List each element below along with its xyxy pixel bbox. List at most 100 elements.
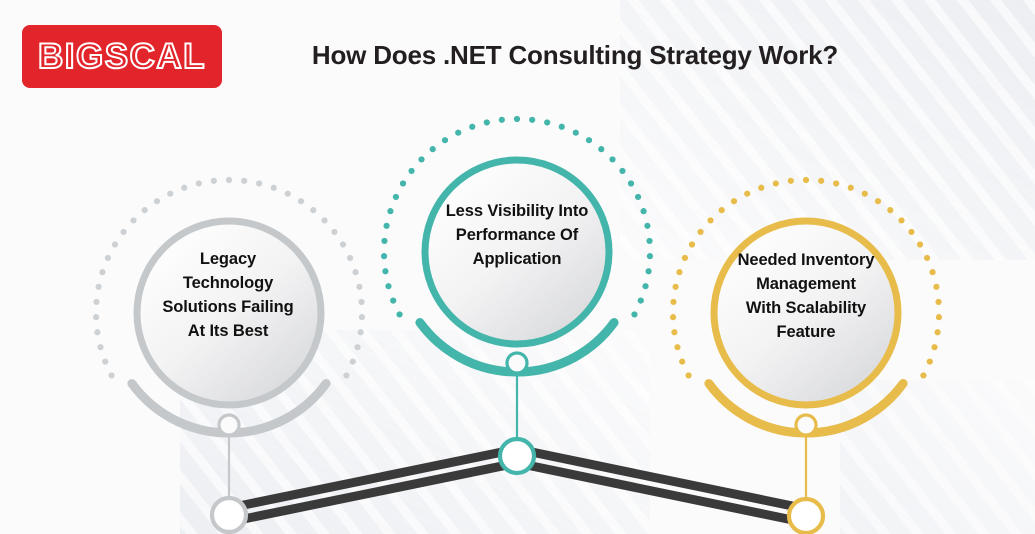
ring-dot (916, 241, 924, 248)
node-less-visibility[interactable] (380, 115, 654, 476)
ring-dot (640, 208, 647, 215)
ring-dot (498, 116, 505, 123)
ring-dot (383, 222, 390, 229)
ring-dot (349, 358, 356, 365)
ring-dot (321, 217, 328, 224)
ring-dot (270, 184, 277, 191)
ring-dot (929, 269, 936, 276)
node-legacy-technology[interactable] (92, 176, 366, 534)
ring-dot (358, 314, 366, 321)
ring-dot (356, 283, 363, 290)
node-label-less-visibility: Less Visibility Into Performance Of Appl… (445, 202, 589, 268)
ring-dot (111, 241, 119, 248)
bigscal-logo[interactable]: BIGSCAL (22, 25, 222, 88)
ring-dot (744, 190, 751, 197)
chevron-node-less-visibility[interactable] (497, 436, 537, 476)
ring-dot (483, 119, 490, 126)
ring-dot (357, 329, 364, 336)
ring-dot (385, 283, 392, 290)
ring-dot (94, 329, 101, 336)
ring-dot (99, 269, 106, 276)
ring-dot (679, 358, 686, 365)
ring-dot (634, 193, 642, 201)
ring-dot (672, 283, 679, 290)
ring-dot (730, 198, 738, 205)
ring-dot (598, 146, 605, 153)
ring-dot (102, 358, 109, 365)
ring-dot (585, 137, 593, 144)
ring-dot (544, 119, 551, 126)
ring-dot (931, 344, 938, 351)
ring-dot (645, 268, 652, 275)
arc-node-less-visibility[interactable] (505, 351, 529, 375)
inner-ring-legacy-technology (133, 217, 325, 409)
ring-dot (923, 254, 931, 262)
ring-dot (354, 344, 361, 351)
ring-dot (933, 283, 940, 290)
ring-dot (529, 116, 536, 123)
ring-dot (167, 190, 174, 197)
ring-dot (396, 311, 403, 318)
ring-dot (934, 329, 941, 336)
ring-dot (297, 198, 305, 205)
node-needed-inventory[interactable] (669, 176, 943, 534)
chevron-node-legacy-technology[interactable] (209, 495, 249, 534)
ring-dot (818, 177, 825, 184)
node-label-needed-inventory: Needed Inventory Management With Scalabi… (737, 251, 875, 341)
ring-dot (558, 123, 565, 130)
disc-less-visibility (425, 160, 609, 344)
ring-dot (429, 146, 436, 153)
ring-dot (631, 311, 638, 318)
ring-dot (141, 207, 148, 214)
ring-dot (108, 372, 115, 379)
chevron-node-needed-inventory[interactable] (786, 496, 826, 534)
arc-node-needed-inventory[interactable] (794, 413, 818, 437)
ring-dot (609, 156, 616, 163)
dotted-ring-needed-inventory (669, 176, 943, 379)
ring-dot (674, 344, 681, 351)
ring-dot (382, 268, 389, 275)
ring-dot (408, 167, 415, 175)
ring-dot (418, 156, 425, 163)
ring-dot (97, 344, 104, 351)
ring-dot (284, 190, 291, 197)
ring-dot (887, 207, 894, 214)
ring-dot (381, 237, 388, 245)
ring-dot (572, 129, 579, 136)
ring-dot (358, 298, 365, 306)
ring-dot (697, 228, 704, 236)
ring-dot (399, 180, 407, 187)
ring-dot (646, 237, 653, 245)
ring-dot (718, 207, 725, 214)
ring-dot (772, 180, 779, 187)
ring-dot (935, 314, 943, 321)
ring-dot (758, 184, 765, 191)
ring-dot (195, 180, 202, 187)
page-title: How Does .NET Consulting Strategy Work? (311, 40, 839, 70)
ring-dot (642, 283, 649, 290)
ring-dot (669, 314, 677, 321)
ring-dot (392, 193, 400, 201)
ring-dot (688, 241, 696, 248)
ring-dot (343, 372, 350, 379)
ring-dot (671, 329, 678, 336)
ring-dot (627, 180, 635, 187)
ring-dot (644, 222, 651, 229)
ring-dot (225, 176, 233, 184)
ring-dot (646, 253, 654, 260)
ring-dot (908, 228, 915, 236)
ring-dot (681, 254, 689, 262)
ring-dot (130, 217, 137, 224)
arc-node-legacy-technology[interactable] (217, 413, 241, 437)
disc-legacy-technology (137, 221, 321, 405)
ring-dot (861, 190, 868, 197)
logo-text: BIGSCAL (37, 37, 206, 76)
ring-dot (441, 137, 449, 144)
ring-dot (833, 180, 840, 187)
ring-dot (685, 372, 692, 379)
ring-dot (469, 123, 476, 130)
ring-dot (619, 167, 626, 175)
ring-dot (380, 253, 388, 260)
ring-dot (670, 298, 677, 306)
